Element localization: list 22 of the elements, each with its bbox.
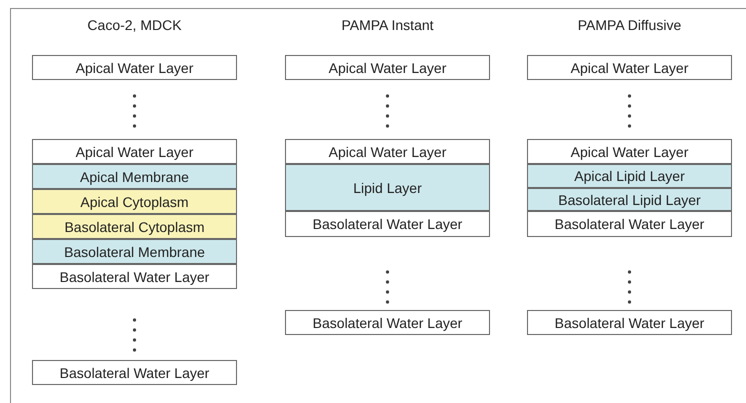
layer-box: Basolateral Water Layer: [527, 310, 732, 335]
layer-box: Apical Membrane: [32, 164, 237, 189]
layer-box: Basolateral Lipid Layer: [527, 188, 732, 211]
layer-box: Apical Water Layer: [285, 55, 490, 80]
layer-box: Basolateral Water Layer: [285, 211, 490, 237]
layer-box: Basolateral Cytoplasm: [32, 214, 237, 239]
layer-box: Apical Water Layer: [527, 139, 732, 164]
layer-box: Apical Cytoplasm: [32, 189, 237, 214]
layer-box: Basolateral Membrane: [32, 239, 237, 264]
layer-box: Basolateral Water Layer: [527, 211, 732, 237]
column-heading: PAMPA Instant: [340, 17, 435, 33]
column-heading: PAMPA Diffusive: [576, 17, 682, 33]
layer-box: Apical Water Layer: [285, 139, 490, 164]
layer-box: Basolateral Water Layer: [32, 264, 237, 289]
layer-box: Basolateral Water Layer: [32, 360, 237, 385]
layer-box: Apical Water Layer: [527, 55, 732, 80]
column-heading: Caco-2, MDCK: [86, 17, 183, 33]
layer-box: Lipid Layer: [285, 164, 490, 211]
layer-box: Basolateral Water Layer: [285, 310, 490, 335]
layer-box: Apical Water Layer: [32, 55, 237, 80]
layer-box: Apical Lipid Layer: [527, 164, 732, 188]
layer-box: Apical Water Layer: [32, 139, 237, 164]
